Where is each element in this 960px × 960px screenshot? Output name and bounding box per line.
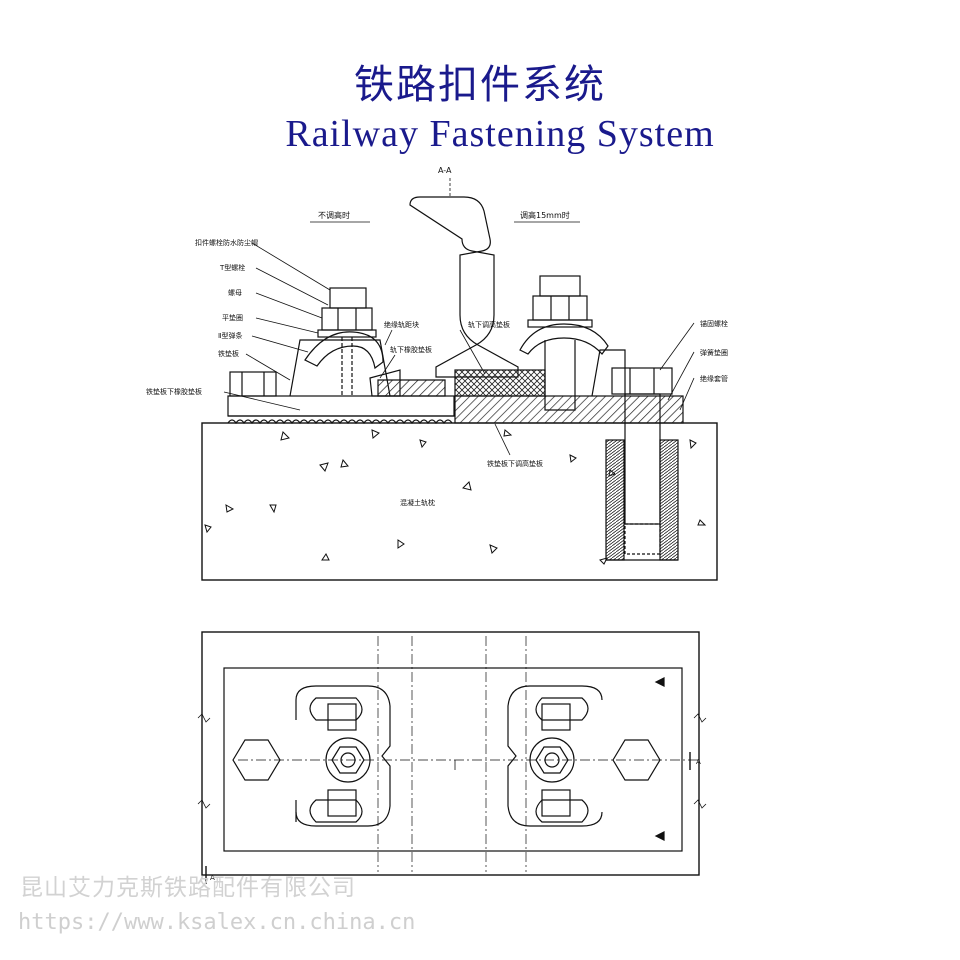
arrow-top-right	[654, 677, 665, 687]
plan-view: A A	[197, 631, 707, 884]
left-nut	[321, 307, 373, 331]
label-concrete-sleeper: 混凝土轨枕	[400, 498, 435, 507]
section-mark: A-A	[438, 166, 452, 175]
plan-section-mark-left: A	[210, 874, 215, 882]
watermark-company: 昆山艾力克斯铁路配件有限公司	[20, 875, 356, 901]
dowel-bottom	[624, 523, 661, 555]
dowel-thread-right	[659, 439, 679, 561]
label-base-plate: 铁垫板	[218, 349, 239, 358]
title-english: Railway Fastening System	[285, 113, 715, 155]
right-nut	[532, 295, 588, 321]
section-view: A-A 不调高时 调高15mm时	[146, 166, 728, 581]
label-insulating-sleeve: 绝缘套管	[700, 374, 728, 383]
concrete-aggregate	[204, 429, 707, 565]
right-shoulder	[591, 349, 626, 397]
left-clip	[304, 331, 384, 370]
label-t-bolt: T型螺栓	[219, 263, 245, 272]
label-anchor-bolt: 锚固螺栓	[700, 319, 728, 328]
left-plan-hex	[232, 739, 281, 781]
label-bolt-cap: 扣件螺栓防水防尘帽	[195, 238, 258, 247]
left-anchor-nut	[229, 371, 277, 397]
plan-section-mark-right: A	[696, 758, 701, 766]
watermark-url: https://www.ksalex.cn.china.cn	[18, 910, 416, 935]
label-washer: 平垫圈	[222, 313, 243, 322]
concrete-sleeper	[201, 422, 718, 581]
label-clip: Ⅱ型弹条	[218, 331, 242, 340]
right-anchor-nut	[611, 367, 673, 395]
right-bolt-shank	[544, 340, 576, 411]
rail-profile	[409, 196, 519, 378]
label-rail-pad: 轨下橡胶垫板	[390, 345, 432, 354]
arrow-bottom-right	[654, 831, 665, 841]
left-plan-clip	[295, 685, 391, 827]
left-washer	[317, 329, 377, 338]
left-base-plate	[227, 395, 455, 417]
left-caption: 不调高时	[318, 210, 350, 220]
right-washer	[527, 319, 593, 328]
left-bolt-cap	[329, 287, 367, 309]
base-plate-outline	[223, 667, 683, 852]
label-nut: 螺母	[228, 288, 242, 297]
right-plan-hex	[612, 739, 661, 781]
right-plan-clip	[507, 685, 603, 827]
dowel-thread-left	[605, 439, 625, 561]
label-base-rubber: 铁垫板下橡胶垫板	[146, 387, 202, 396]
label-gauge-block: 绝缘轨距块	[384, 320, 419, 329]
base-plate-rubber-pad	[227, 419, 453, 425]
left-shoulder	[289, 339, 391, 397]
label-plate-shim: 铁垫板下调高垫板	[487, 459, 543, 468]
right-clip	[519, 323, 609, 355]
rail-pad-shim	[454, 369, 546, 397]
right-bolt-cap	[539, 275, 581, 297]
rail-pad-left	[377, 379, 446, 397]
right-caption: 调高15mm时	[520, 210, 570, 220]
title-chinese: 铁路扣件系统	[354, 62, 606, 108]
sleeper-outline	[201, 631, 700, 876]
label-spring-washer: 弹簧垫圈	[700, 348, 728, 357]
label-rail-shim: 轨下调高垫板	[468, 320, 510, 329]
